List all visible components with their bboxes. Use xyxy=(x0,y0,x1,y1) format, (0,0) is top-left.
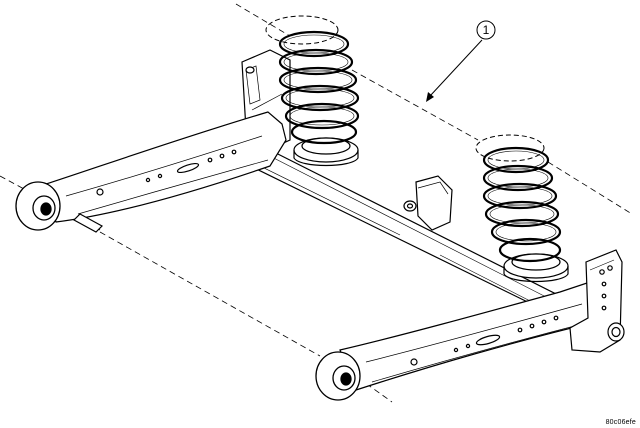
lower-dashed-guide-line-2 xyxy=(99,231,321,357)
left-spring-guide-line xyxy=(235,3,291,37)
left-pivot-bushing xyxy=(15,181,61,231)
right-spring-guide-line xyxy=(547,161,633,215)
right-pivot-bushing xyxy=(315,351,361,401)
callout-leader xyxy=(426,39,483,102)
left-trailing-arm xyxy=(39,111,287,233)
right-mounting-plate xyxy=(569,249,625,353)
callout-circle xyxy=(476,20,496,40)
axle-center-bracket xyxy=(403,175,453,231)
callout-arrowhead xyxy=(426,92,434,102)
figure-code: 80c06efe xyxy=(605,419,636,426)
right-trailing-arm xyxy=(339,281,601,391)
left-coil-spring-inner xyxy=(283,34,355,126)
right-coil-spring xyxy=(482,146,562,263)
left-spring-top-outline xyxy=(265,15,339,45)
right-coil-spring-inner xyxy=(487,150,557,242)
right-arm-slot xyxy=(475,334,501,346)
left-arm-slot xyxy=(176,162,200,174)
right-spring-top-outline xyxy=(475,134,545,162)
left-coil-spring xyxy=(278,30,360,145)
left-spring-guide-line-lower xyxy=(351,69,479,141)
callout-number: 1 xyxy=(482,23,490,37)
lower-dashed-guide-line-3 xyxy=(349,371,393,403)
